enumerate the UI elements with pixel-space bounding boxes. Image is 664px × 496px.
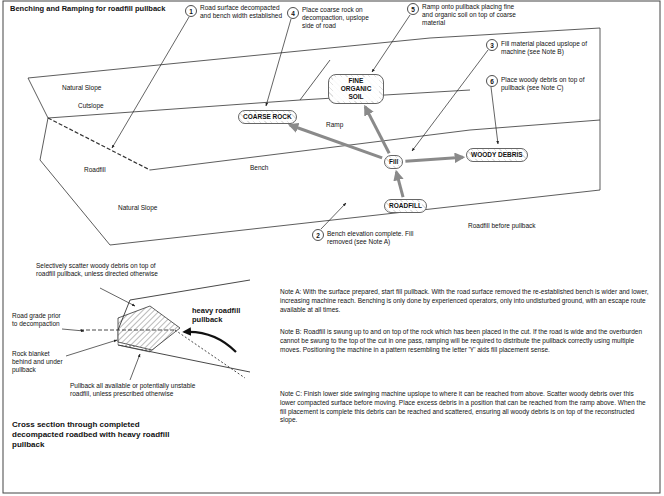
region-label: Fill xyxy=(389,158,398,166)
material-flow-arrow xyxy=(405,157,463,161)
material-region: ROADFILL xyxy=(384,199,427,213)
callout-text: Bench elevation complete. Fill removed (… xyxy=(327,230,422,246)
cross-section xyxy=(80,280,250,378)
slope-label: Roadfill xyxy=(84,166,106,174)
callout-text: Place woody debris on top of pullback (s… xyxy=(501,76,596,92)
slope-block xyxy=(28,28,600,245)
diagram-title: Benching and Ramping for roadfill pullba… xyxy=(10,5,185,13)
slope-label: Bench xyxy=(250,164,268,172)
callout-text: Road surface decompacted and bench width… xyxy=(200,4,286,20)
material-flow-arrow xyxy=(290,125,382,158)
region-label: ROADFILL xyxy=(389,202,422,210)
callout-number: 4 xyxy=(288,9,298,18)
callout-number: 2 xyxy=(313,231,323,240)
leader-lines xyxy=(112,15,498,229)
region-label: WOODY DEBRIS xyxy=(471,151,523,159)
slope-label: Cutslope xyxy=(78,102,104,110)
material-region: FINE ORGANIC SOIL xyxy=(328,74,384,104)
note-text: Note C: Finish lower side swinging machi… xyxy=(280,390,650,425)
callout-number: 5 xyxy=(408,5,418,14)
callout-number: 6 xyxy=(487,77,497,86)
material-region: WOODY DEBRIS xyxy=(466,148,528,162)
section-label: Selectively scatter woody debris on top … xyxy=(36,262,158,278)
callout-text: Ramp onto pullback placing fine and orga… xyxy=(422,3,522,28)
callout-text: Fill material placed upslope of machine … xyxy=(501,40,596,56)
region-label: FINE ORGANIC SOIL xyxy=(333,77,379,101)
note-text: Note B: Roadfill is swung up to and on t… xyxy=(280,328,650,354)
slope-label: Natural Slope xyxy=(118,204,157,212)
slope-label: Ramp xyxy=(326,121,343,129)
material-flow-arrow xyxy=(365,107,389,154)
callout-number: 3 xyxy=(487,41,497,50)
note-text: Note A: With the surface prepared, start… xyxy=(280,288,650,314)
callout-circles xyxy=(186,4,498,241)
region-label: COARSE ROCK xyxy=(243,113,292,121)
section-label: heavy roadfill pullback xyxy=(192,306,254,324)
section-caption: Cross section through completed decompac… xyxy=(12,420,182,450)
slope-label: Natural Slope xyxy=(62,84,101,92)
section-label: Rock blanket behind and under pullback xyxy=(12,350,66,375)
leader-lines xyxy=(62,288,140,380)
callout-number: 1 xyxy=(186,7,196,16)
slope-label: Roadfill before pullback xyxy=(468,222,568,230)
material-flow-arrow xyxy=(396,172,403,197)
section-label: Pullback all available or potentially un… xyxy=(70,382,202,398)
material-region: COARSE ROCK xyxy=(238,110,297,124)
callout-text: Place coarse rock on decompaction, upslo… xyxy=(302,6,378,31)
frame xyxy=(3,1,660,493)
material-region: Fill xyxy=(384,155,403,169)
section-label: Road grade prior to decompaction xyxy=(12,312,67,328)
